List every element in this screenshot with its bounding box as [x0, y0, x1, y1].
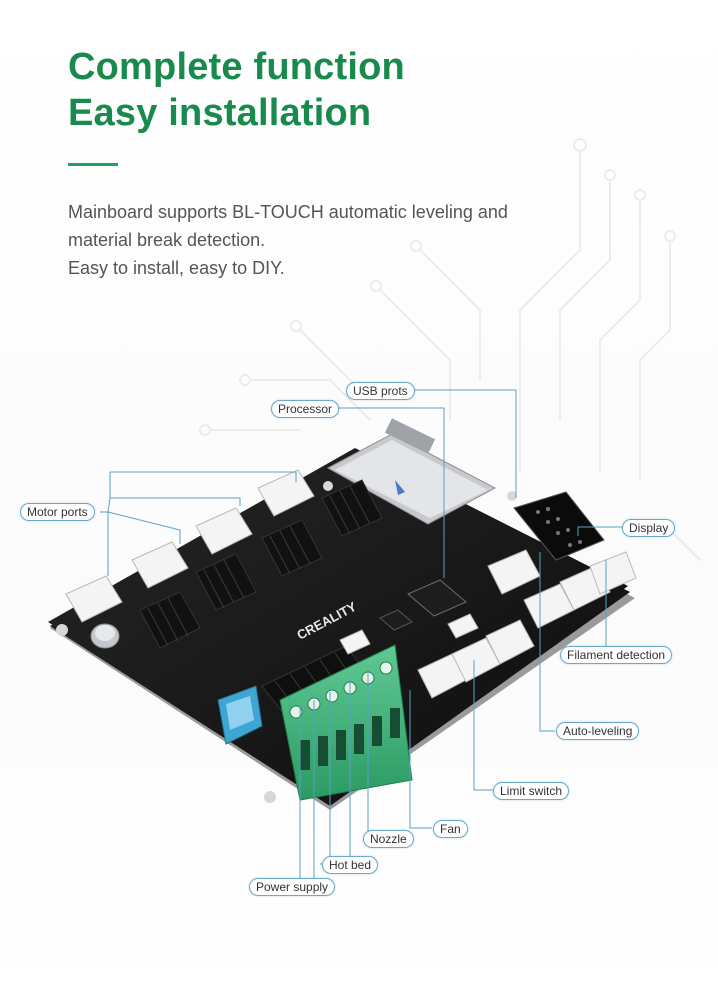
callout-usb-ports: USB prots	[346, 382, 415, 400]
description-line-2: material break detection.	[68, 230, 266, 250]
callout-hot-bed: Hot bed	[322, 856, 379, 874]
callout-power-supply: Power supply	[249, 878, 336, 896]
callout-display: Display	[622, 519, 676, 537]
callout-processor: Processor	[271, 400, 340, 418]
description-line-3: Easy to install, easy to DIY.	[68, 258, 285, 278]
headline: Complete function Easy installation	[68, 44, 405, 136]
headline-line-2: Easy installation	[68, 92, 372, 134]
callout-nozzle: Nozzle	[363, 830, 414, 848]
callout-auto-leveling: Auto-leveling	[556, 722, 640, 740]
callout-filament-detection: Filament detection	[560, 646, 673, 664]
callout-limit-switch: Limit switch	[493, 782, 570, 800]
description: Mainboard supports BL-TOUCH automatic le…	[68, 198, 508, 282]
description-line-1: Mainboard supports BL-TOUCH automatic le…	[68, 202, 508, 222]
callout-fan: Fan	[433, 820, 468, 838]
headline-line-1: Complete function	[68, 46, 405, 88]
accent-divider	[68, 163, 118, 166]
callout-motor-ports: Motor ports	[20, 503, 95, 521]
